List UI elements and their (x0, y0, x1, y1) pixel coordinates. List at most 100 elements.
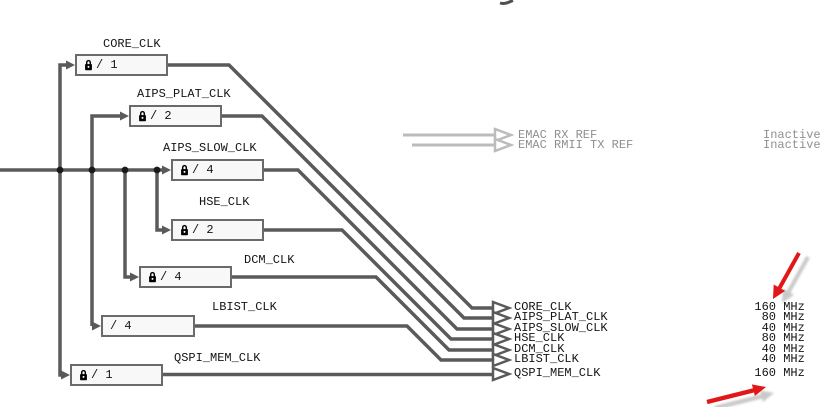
arrow-into-aips-slow-divider (162, 165, 171, 175)
inactive-label-emac-rx-ref: EMAC RX REF (518, 128, 598, 142)
chevron-aips-plat-clk (491, 310, 513, 326)
chevron-emac-rx-ref (493, 127, 515, 143)
wire-out-lbist (195, 324, 493, 362)
divider-label-core: CORE_CLK (103, 37, 161, 51)
arrow-into-qspi-divider (61, 370, 70, 380)
lock-icon (139, 110, 146, 122)
wire-out-dcm (232, 275, 493, 352)
frequency-value: 80 (761, 310, 776, 324)
divider-box-lbist-clk[interactable]: / 4 (101, 315, 195, 337)
divider-box-aips-slow-clk[interactable]: / 4 (171, 159, 264, 181)
arrow-shadow (782, 256, 810, 303)
inactive-label-emac-rmii-tx-ref: EMAC RMII TX REF (518, 138, 634, 152)
annotation-arrow-bottom (706, 384, 774, 407)
output-label-aips-plat-clk: AIPS_PLAT_CLK (514, 310, 608, 324)
divider-box-qspi-mem-clk[interactable]: / 1 (70, 364, 163, 386)
frequency-value: 40 (761, 321, 776, 335)
divider-box-core-clk[interactable]: / 1 (75, 54, 168, 76)
arrow-into-aips-plat-divider (120, 111, 129, 121)
divider-label-aips-plat: AIPS_PLAT_CLK (137, 87, 231, 101)
frequency-dcm-clk: 40 MHz (722, 342, 805, 356)
frequency-aips-slow-clk: 40 MHz (722, 321, 805, 335)
divider-value: / 4 (160, 270, 182, 284)
wire-branch-hse (155, 170, 162, 232)
junction-dot (153, 166, 161, 174)
lock-icon (85, 59, 92, 71)
divider-value: / 2 (150, 109, 172, 123)
frequency-core-clk: 160 MHz (722, 300, 804, 314)
status-emac-rx-ref: Inactive (763, 128, 821, 142)
lock-icon (80, 369, 87, 381)
chevron-dcm-clk (491, 342, 513, 358)
divider-value: / 1 (91, 368, 113, 382)
frequency-unit: MHz (783, 310, 805, 324)
divider-entry-arrows (61, 60, 171, 380)
frequency-aips-plat-clk: 80 MHz (722, 310, 805, 324)
red-arrow-head (773, 284, 786, 299)
frequency-value: 40 (761, 352, 776, 366)
frequency-qspi-mem-clk: 160 MHz (722, 366, 805, 380)
divider-value: / 4 (192, 163, 214, 177)
arrow-shadow (714, 390, 774, 407)
frequency-unit: MHz (783, 321, 805, 335)
chevron-qspi-mem-clk (491, 366, 513, 382)
frequency-unit: MHz (783, 342, 805, 356)
wire-branch-core-qspi (58, 63, 66, 377)
output-chevrons (491, 300, 513, 382)
divider-box-aips-plat-clk[interactable]: / 2 (129, 105, 222, 127)
annotation-arrow-top (773, 252, 810, 303)
frequency-unit: MHz (783, 366, 805, 380)
chevron-emac-rmii-tx-ref (493, 137, 515, 153)
divider-label-dcm: DCM_CLK (244, 253, 295, 267)
output-label-aips-slow-clk: AIPS_SLOW_CLK (514, 321, 608, 335)
cropped-curve-mark (499, 0, 514, 5)
chevron-lbist-clk (491, 352, 513, 368)
junction-dot (56, 166, 64, 174)
output-label-lbist-clk: LBIST_CLK (514, 352, 579, 366)
chevron-core-clk (491, 300, 513, 316)
lock-icon (149, 271, 156, 283)
lock-icon (181, 164, 188, 176)
arrow-into-dcm-divider (130, 272, 139, 282)
wire-out-aips-plat (222, 114, 493, 320)
frequency-value: 80 (761, 331, 776, 345)
chevron-hse-clk (491, 331, 513, 347)
junction-dots (56, 166, 161, 174)
divider-value: / 4 (110, 319, 132, 333)
frequency-value: 160 (754, 366, 776, 380)
divider-box-dcm-clk[interactable]: / 4 (139, 266, 232, 288)
divider-label-lbist: LBIST_CLK (212, 300, 277, 314)
junction-dot (88, 166, 96, 174)
output-label-hse-clk: HSE_CLK (514, 331, 565, 345)
status-emac-rmii-tx-ref: Inactive (763, 138, 821, 152)
junction-dot (121, 166, 129, 174)
wire-out-aips-slow (264, 168, 493, 331)
frequency-hse-clk: 80 MHz (722, 331, 805, 345)
wire-out-core (168, 63, 493, 310)
output-label-dcm-clk: DCM_CLK (514, 342, 565, 356)
lock-icon (181, 224, 188, 236)
divider-box-hse-clk[interactable]: / 2 (171, 219, 264, 241)
inactive-wires (403, 127, 515, 153)
output-label-qspi-mem-clk: QSPI_MEM_CLK (514, 366, 601, 380)
wire-branch-plat-lbist (90, 114, 120, 326)
frequency-lbist-clk: 40 MHz (722, 352, 805, 366)
wire-out-hse (264, 228, 493, 341)
arrow-into-hse-divider (162, 225, 171, 235)
red-arrow-head (751, 384, 766, 396)
arrow-into-lbist-divider (92, 321, 101, 331)
chevron-aips-slow-clk (491, 321, 513, 337)
active-wires (0, 63, 493, 377)
output-label-core-clk: CORE_CLK (514, 300, 572, 314)
frequency-value: 160 (754, 300, 776, 314)
divider-value: / 2 (192, 223, 214, 237)
divider-label-qspi: QSPI_MEM_CLK (174, 351, 261, 365)
divider-label-aips-slow: AIPS_SLOW_CLK (163, 141, 257, 155)
divider-value: / 1 (96, 58, 118, 72)
arrow-into-core-divider (66, 60, 75, 70)
frequency-unit: MHz (783, 352, 805, 366)
divider-label-hse: HSE_CLK (199, 195, 250, 209)
frequency-unit: MHz (783, 331, 805, 345)
